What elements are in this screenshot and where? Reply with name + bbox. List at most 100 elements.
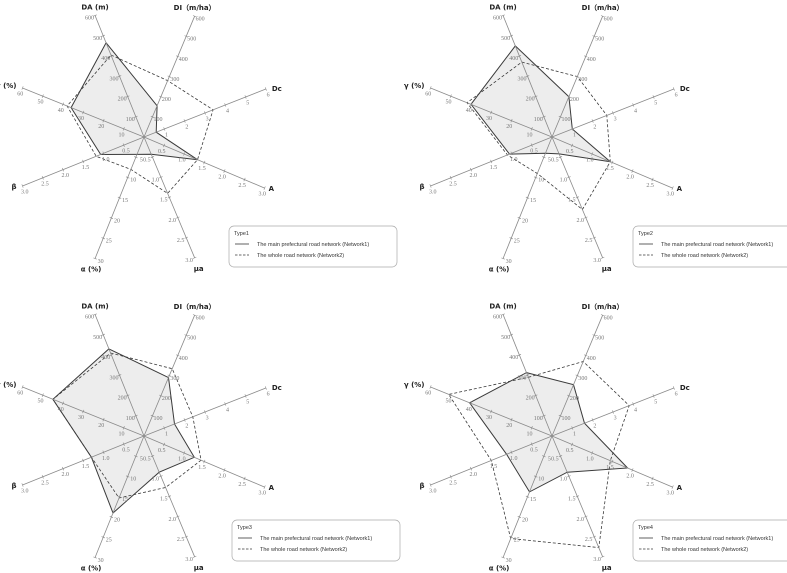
tick-label: 5 bbox=[246, 101, 249, 107]
axis-tick bbox=[575, 495, 580, 498]
axis-tick bbox=[632, 103, 635, 107]
tick-label: 10 bbox=[538, 477, 544, 483]
axis-tick bbox=[175, 216, 180, 219]
axis-tick bbox=[542, 115, 546, 118]
axis-tick bbox=[575, 196, 580, 199]
axis-tick bbox=[21, 184, 24, 188]
axis-tick bbox=[102, 417, 105, 422]
axis-tick bbox=[183, 119, 186, 123]
tick-label: 2 bbox=[593, 125, 596, 131]
axis-name: α (%) bbox=[81, 266, 102, 274]
axis-tick bbox=[583, 216, 588, 219]
tick-label: 1.0 bbox=[510, 157, 518, 163]
tick-label: 1.5 bbox=[606, 465, 614, 471]
axis-name: μa bbox=[194, 265, 204, 273]
legend-label: The whole road network (Network2) bbox=[260, 547, 347, 553]
axis-tick bbox=[101, 536, 105, 539]
tick-label: 1.5 bbox=[198, 166, 206, 172]
tick-label: 60 bbox=[425, 391, 431, 397]
tick-label: 5 bbox=[140, 456, 143, 462]
axis-tick bbox=[571, 442, 574, 447]
tick-label: 400 bbox=[101, 355, 110, 361]
tick-label: 2.5 bbox=[449, 181, 457, 187]
axis-4: 0.51.01.52.02.53.0μa bbox=[143, 435, 204, 572]
axis-tick bbox=[159, 176, 163, 179]
axis-tick bbox=[470, 102, 472, 107]
axis-tick bbox=[517, 516, 522, 518]
axis-tick bbox=[183, 451, 186, 455]
axis-tick bbox=[490, 110, 493, 115]
tick-label: 30 bbox=[506, 259, 512, 265]
axis-tick bbox=[109, 55, 114, 57]
axis-tick bbox=[224, 103, 227, 107]
tick-label: 3.0 bbox=[667, 192, 675, 198]
axis-tick bbox=[203, 160, 206, 165]
tick-label: 30 bbox=[98, 558, 104, 564]
axis-tick bbox=[62, 167, 64, 172]
axis-name: DI（m/ha） bbox=[174, 4, 216, 12]
tick-label: 4 bbox=[226, 109, 229, 115]
axis-tick bbox=[651, 177, 654, 182]
axis-tick bbox=[192, 555, 197, 558]
tick-label: 200 bbox=[118, 396, 127, 402]
axis-tick bbox=[150, 455, 155, 458]
axis-tick bbox=[542, 455, 546, 458]
axis-tick bbox=[575, 75, 580, 78]
axis-tick bbox=[592, 334, 596, 337]
axis-3: 0.51.01.52.02.53.0A bbox=[551, 136, 683, 198]
axis-name: α (%) bbox=[81, 565, 102, 573]
tick-label: 30 bbox=[506, 558, 512, 564]
tick-label: 2.5 bbox=[646, 482, 654, 488]
axis-tick bbox=[102, 151, 105, 156]
series-network2-polygon bbox=[66, 54, 214, 194]
axis-tick bbox=[93, 556, 97, 559]
tick-label: 100 bbox=[534, 416, 543, 422]
axis-tick bbox=[117, 374, 122, 377]
axis-tick bbox=[125, 475, 130, 478]
axis-tick bbox=[591, 152, 594, 156]
tick-label: 3.0 bbox=[21, 489, 29, 495]
legend-label: The whole road network (Network2) bbox=[661, 547, 748, 553]
axis-name: γ (%) bbox=[0, 381, 17, 389]
axis-tick bbox=[243, 476, 246, 481]
tick-label: 50 bbox=[38, 100, 44, 106]
legend-title: Type1 bbox=[234, 231, 249, 237]
tick-label: 600 bbox=[85, 315, 94, 321]
tick-label: 6 bbox=[675, 392, 678, 398]
tick-label: 600 bbox=[85, 16, 94, 22]
tick-label: 200 bbox=[162, 97, 171, 103]
tick-label: 500 bbox=[187, 37, 196, 43]
axis-4: 0.51.01.52.02.53.0μa bbox=[143, 136, 204, 273]
tick-label: 1.0 bbox=[586, 158, 594, 164]
axis-tick bbox=[592, 35, 596, 38]
axis-tick bbox=[672, 386, 675, 390]
axis-tick bbox=[533, 394, 538, 397]
axis-tick bbox=[192, 314, 197, 317]
tick-label: 1.0 bbox=[152, 178, 160, 184]
tick-label: 400 bbox=[509, 355, 518, 361]
tick-label: 20 bbox=[98, 124, 104, 130]
axis-name: A bbox=[269, 484, 275, 492]
tick-label: 2.5 bbox=[177, 238, 185, 244]
axis-name: β bbox=[419, 482, 424, 490]
tick-label: 1.5 bbox=[490, 464, 498, 470]
axis-tick bbox=[102, 118, 105, 123]
tick-label: 300 bbox=[170, 77, 179, 83]
axis-tick bbox=[163, 127, 166, 131]
axis-tick bbox=[223, 468, 226, 472]
axis-tick bbox=[109, 354, 114, 356]
axis-tick bbox=[591, 418, 594, 422]
axis-tick bbox=[517, 55, 522, 57]
tick-label: 0.5 bbox=[158, 448, 166, 454]
axis-tick bbox=[533, 475, 538, 478]
series-network1-polygon bbox=[470, 45, 612, 163]
tick-label: 30 bbox=[78, 415, 84, 421]
